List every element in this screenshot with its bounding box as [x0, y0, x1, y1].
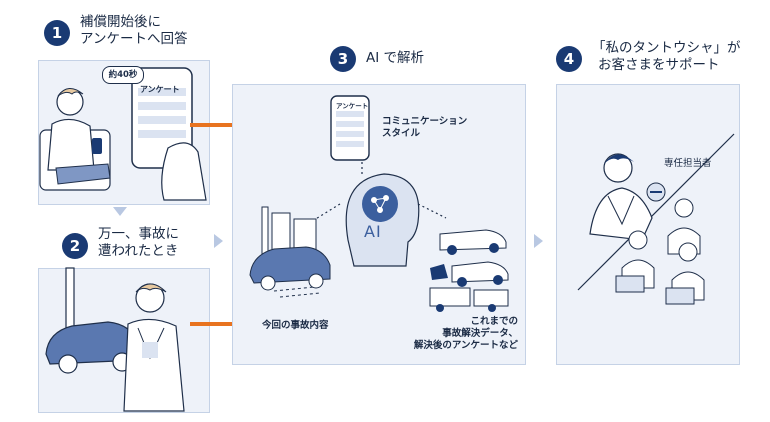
ai-connection-lines	[313, 162, 447, 221]
down-arrow-icon	[113, 207, 127, 216]
step-3-number: 3	[330, 46, 356, 72]
past-accidents-illustration	[429, 229, 509, 312]
survey-time-badge: 約40秒	[102, 66, 144, 84]
accident-details-label: 今回の事故内容	[262, 320, 329, 331]
past-data-line1: これまでの	[470, 316, 518, 327]
step-2-title-line1: 万一、事故に	[98, 226, 179, 242]
ai-head-illustration	[345, 173, 420, 267]
communication-style-line2: スタイル	[382, 128, 421, 139]
step-4-title-line1: 「私のタントウシャ」が	[592, 40, 741, 56]
step-2-number: 2	[62, 233, 88, 259]
survey-illustration	[39, 67, 207, 201]
support-panel	[556, 84, 740, 365]
communication-style-label: コミュニケーション スタイル	[382, 116, 467, 140]
right-arrow-icon	[534, 234, 543, 248]
step-4-title-line2: お客さまをサポート	[598, 57, 720, 73]
past-data-line3: 解決後のアンケートなど	[413, 340, 518, 351]
analysis-phone-screen-title: アンケート	[336, 102, 369, 110]
past-data-label: これまでの 事故解決データ、 解決後のアンケートなど	[392, 316, 518, 352]
step-3-title: AI で解析	[366, 50, 425, 66]
accident-illustration	[45, 267, 185, 412]
accident-scene-illustration	[249, 206, 331, 298]
staff-label: 専任担当者	[664, 158, 712, 169]
right-arrow-icon	[214, 234, 223, 248]
support-illustration	[577, 133, 735, 305]
step-1-title: 補償開始後に アンケートへ回答	[80, 14, 187, 48]
step-2-title: 万一、事故に 遭われたとき	[98, 226, 179, 260]
step-2-title-line2: 遭われたとき	[98, 243, 179, 259]
communication-style-line1: コミュニケーション	[382, 116, 468, 127]
past-data-line2: 事故解決データ、	[442, 328, 518, 339]
step-1-title-line1: 補償開始後に	[80, 14, 161, 30]
survey-screen-title: アンケート	[140, 85, 180, 94]
analysis-phone	[330, 95, 370, 161]
step-4-title: 「私のタントウシャ」が お客さまをサポート	[592, 40, 741, 74]
step-1-title-line2: アンケートへ回答	[80, 31, 188, 47]
step-1-number: 1	[44, 20, 70, 46]
step-4-number: 4	[556, 46, 582, 72]
ai-label: AI	[364, 222, 382, 241]
